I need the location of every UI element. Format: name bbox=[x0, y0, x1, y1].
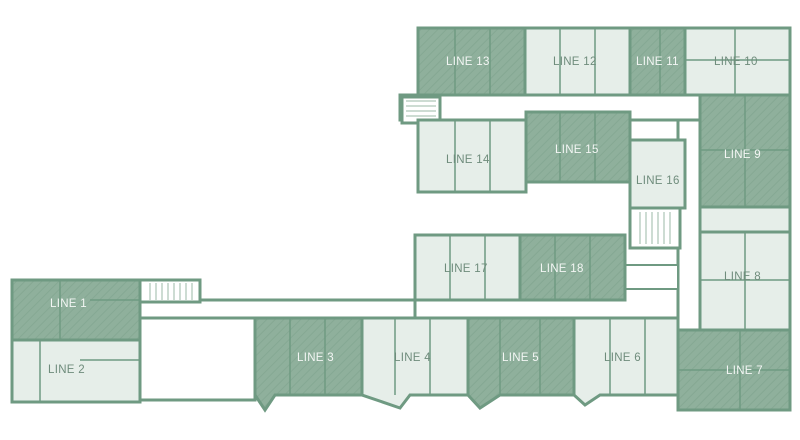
unit-line-13[interactable] bbox=[416, 26, 527, 97]
unit-line-17[interactable] bbox=[413, 233, 522, 302]
stair-central bbox=[628, 206, 682, 250]
unit-line-10[interactable] bbox=[683, 26, 792, 97]
label-line-10: LINE 10 bbox=[714, 56, 758, 68]
label-line-16: LINE 16 bbox=[636, 175, 680, 187]
unit-labels: LINE 1 LINE 2 LINE 3 LINE 4 LINE 5 LINE … bbox=[48, 56, 763, 377]
label-line-1: LINE 1 bbox=[50, 298, 87, 310]
label-line-17: LINE 17 bbox=[444, 263, 488, 275]
label-line-7: LINE 7 bbox=[726, 365, 763, 377]
unit-line-15[interactable] bbox=[524, 110, 632, 184]
label-line-15: LINE 15 bbox=[555, 144, 599, 156]
label-line-6: LINE 6 bbox=[604, 352, 641, 364]
label-line-12: LINE 12 bbox=[553, 56, 597, 68]
unit-line-1[interactable] bbox=[10, 278, 142, 342]
unit-line-6[interactable] bbox=[572, 316, 680, 407]
label-line-2: LINE 2 bbox=[48, 364, 85, 376]
interior-walls bbox=[39, 28, 790, 410]
unit-line-12[interactable] bbox=[523, 26, 632, 97]
label-line-8: LINE 8 bbox=[724, 271, 761, 283]
label-line-3: LINE 3 bbox=[297, 352, 334, 364]
label-line-13: LINE 13 bbox=[446, 56, 490, 68]
lobby-west bbox=[138, 316, 257, 402]
unit-line-18[interactable] bbox=[518, 233, 627, 302]
label-line-9: LINE 9 bbox=[724, 149, 761, 161]
label-line-5: LINE 5 bbox=[502, 352, 539, 364]
label-line-4: LINE 4 bbox=[394, 352, 431, 364]
label-line-14: LINE 14 bbox=[446, 154, 490, 166]
stair-west bbox=[138, 278, 202, 304]
units bbox=[10, 26, 792, 413]
unit-line-16[interactable] bbox=[628, 138, 687, 210]
unit-line-2[interactable] bbox=[10, 338, 142, 404]
unit-line-9-annex bbox=[698, 205, 792, 234]
label-line-11: LINE 11 bbox=[636, 56, 679, 68]
label-line-18: LINE 18 bbox=[540, 263, 584, 275]
unit-line-3[interactable] bbox=[253, 316, 364, 413]
